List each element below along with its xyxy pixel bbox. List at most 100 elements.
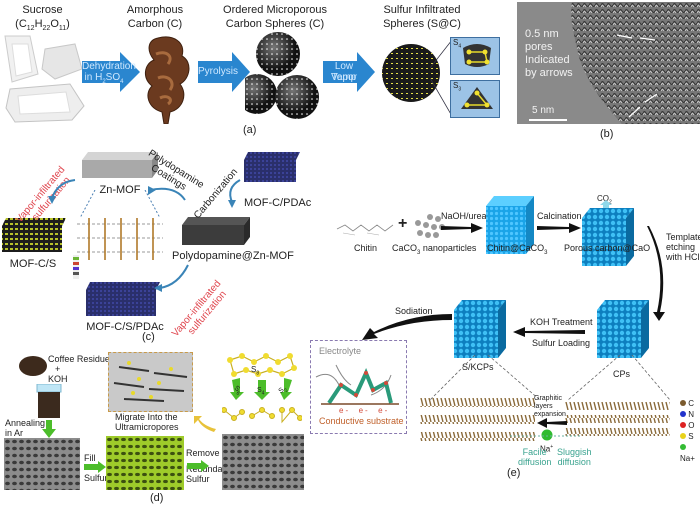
graphite-layers-cps bbox=[565, 402, 670, 436]
amorphous-carbon-image bbox=[145, 36, 190, 124]
remove-sulfur-label: Remove Redundant Sulfur bbox=[186, 448, 230, 484]
ordered-subtitle: Carbon Spheres (C) bbox=[225, 18, 325, 30]
annealing-line-2: in Ar bbox=[5, 428, 24, 438]
chitin-label: Chitin bbox=[354, 243, 378, 253]
electrode-inset: Electrolyte e- e- e- Conductive substrat… bbox=[310, 340, 407, 434]
plus-label: + bbox=[55, 364, 61, 374]
amorphous-subtitle: Carbon (C) bbox=[127, 18, 183, 30]
fill-arrow bbox=[84, 461, 106, 473]
facile-line-2: diffusion bbox=[518, 457, 552, 467]
electron-1: e- bbox=[339, 406, 351, 415]
koh-label: KOH bbox=[48, 374, 68, 384]
mof-c-s-block bbox=[2, 218, 66, 252]
remove-line-1: Remove bbox=[186, 448, 220, 458]
mof-c-s-pdac-label: MOF-C/S/PDAc bbox=[86, 321, 164, 333]
caco3-label: CaCO3 nanoparticles bbox=[392, 243, 477, 256]
s8-molecule bbox=[222, 353, 302, 424]
diffusion-line bbox=[510, 435, 580, 437]
sulfur-filled-slab bbox=[106, 436, 184, 490]
na-ion-label: Na+ bbox=[540, 444, 554, 454]
ultramicropores-inset bbox=[108, 352, 193, 412]
annotation-line-2: pores bbox=[525, 41, 553, 53]
template-line-1: Template bbox=[666, 232, 700, 242]
mof-c-s-label: MOF-C/S bbox=[9, 258, 57, 270]
dotted-zoom-lines bbox=[79, 190, 161, 219]
chitin-structure bbox=[336, 224, 394, 236]
graphitic-label: Graphitic layers expansion bbox=[534, 395, 566, 419]
panel-c-tag: (c) bbox=[142, 331, 155, 343]
polydopamine-zn-mof-block bbox=[182, 217, 250, 245]
low-temp-vapor-arrow: Low Temp Vapor bbox=[323, 52, 375, 92]
atom-legend: C N O S Na+ bbox=[680, 398, 700, 464]
migrate-line-2: Ultramicropores bbox=[115, 422, 179, 432]
porous-carbon-cao-cube bbox=[582, 208, 634, 266]
naoh-urea-label: NaOH/urea bbox=[441, 211, 487, 221]
annotation-line-3: Indicated bbox=[525, 54, 570, 66]
sucrose-formula: (C12H22O11) bbox=[15, 18, 70, 33]
template-line-2: etching bbox=[666, 242, 696, 252]
migrate-arrow bbox=[194, 416, 216, 432]
graphite-layers-s-kcps bbox=[420, 398, 535, 441]
electron-labels: e- e- e- bbox=[339, 405, 389, 417]
annealing-arrow bbox=[42, 420, 56, 438]
inset-s4: S4 bbox=[450, 37, 500, 75]
panel-d-tag: (d) bbox=[150, 492, 164, 504]
fill-line-1: Fill bbox=[84, 453, 96, 463]
naoh-arrow bbox=[441, 223, 483, 233]
graphite-zoom-lines bbox=[429, 355, 670, 401]
conductive-substrate-label: Conductive substrate bbox=[319, 416, 404, 426]
annotation-line-4: by arrows bbox=[525, 67, 573, 79]
pyrolysis-label: Pyrolysis bbox=[198, 66, 239, 77]
s-kcps-label: S/KCPs bbox=[462, 362, 494, 372]
koh-arrow bbox=[513, 327, 585, 337]
legend-item-s: S bbox=[680, 431, 700, 442]
crucible-image bbox=[36, 384, 62, 418]
migrate-line-1: Migrate Into the bbox=[115, 412, 178, 422]
fill-sulfur-label: Fill Sulfur bbox=[84, 448, 108, 488]
plus-sign: + bbox=[398, 215, 408, 232]
graphitic-line-2: layers bbox=[534, 403, 553, 410]
sulfur-title: Sulfur Infiltrated bbox=[383, 4, 461, 16]
annotation-line-1: 0.5 nm bbox=[525, 28, 559, 40]
tem-image: 0.5 nm pores Indicated by arrows 5 nm bbox=[517, 2, 700, 124]
facile-line-1: Facile bbox=[522, 447, 547, 457]
sluggish-line-1: Sluggish bbox=[557, 447, 592, 457]
final-carbon-slab bbox=[222, 434, 304, 490]
element-color-key bbox=[73, 255, 79, 279]
low-temp-label: Low Temp bbox=[331, 61, 357, 83]
calcination-arrow bbox=[537, 223, 581, 233]
legend-item-c: C bbox=[680, 398, 700, 409]
graphitic-line-3: expansion bbox=[534, 411, 566, 418]
dehydration-label: Dehydration bbox=[82, 61, 136, 72]
expansion-arrow bbox=[537, 418, 567, 428]
legend-item-o: O bbox=[680, 420, 700, 431]
chitin-caco3-cube bbox=[486, 196, 534, 254]
template-line-3: with HCl bbox=[666, 252, 700, 262]
electrolyte-label: Electrolyte bbox=[319, 346, 362, 356]
scale-bar-label: 5 nm bbox=[532, 105, 555, 116]
polydopamine-zn-mof-label: Polydopamine@Zn-MOF bbox=[172, 250, 294, 262]
carbon-spheres-image bbox=[245, 32, 319, 119]
inset-s3-label: S3 bbox=[453, 81, 462, 93]
annealing-line-1: Annealing bbox=[5, 418, 46, 428]
pyrolysis-arrow: Pyrolysis bbox=[198, 52, 250, 92]
coffee-residues-image bbox=[19, 356, 47, 376]
sucrose-crystals-image bbox=[4, 35, 85, 123]
electron-3: e- bbox=[378, 406, 390, 415]
migrate-label: Migrate Into the Ultramicropores bbox=[115, 412, 179, 432]
fill-line-2: Sulfur bbox=[84, 473, 108, 483]
inset-s4-label: S4 bbox=[453, 38, 462, 50]
scale-bar bbox=[529, 119, 567, 121]
panel-e-tag: (e) bbox=[507, 467, 521, 479]
zoom-lines bbox=[430, 39, 452, 117]
mof-framework-structure bbox=[77, 218, 163, 260]
sluggish-diffusion-label: Sluggish diffusion bbox=[557, 447, 592, 467]
legend-item-n: N bbox=[680, 409, 700, 420]
s-kcps-cube bbox=[454, 300, 506, 358]
s8-label: S8 bbox=[251, 365, 260, 377]
panel-a-tag: (a) bbox=[243, 124, 257, 136]
sluggish-line-2: diffusion bbox=[557, 457, 591, 467]
calcination-label: Calcination bbox=[537, 211, 582, 221]
remove-line-3: Sulfur bbox=[186, 474, 210, 484]
mof-c-pdac-block bbox=[244, 152, 300, 182]
